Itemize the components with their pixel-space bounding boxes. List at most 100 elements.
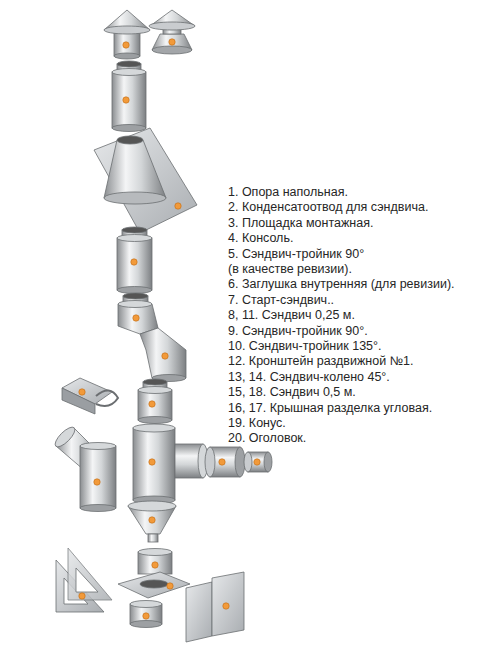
legend-line: 19. Конус. <box>228 416 496 431</box>
part-marker <box>133 315 139 321</box>
pipe-opening <box>143 379 167 385</box>
elbow-lower <box>140 328 186 378</box>
sandwich-tee-90 <box>133 424 208 504</box>
head-end <box>114 53 140 59</box>
tee-body <box>133 428 175 500</box>
legend-line: 7. Старт-сэндвич.. <box>228 293 496 308</box>
support-end <box>130 621 162 628</box>
legend-line: 4. Консоль. <box>228 231 496 246</box>
console-brackets <box>56 548 112 612</box>
part-marker <box>254 459 260 465</box>
legend-line: 16, 17. Крышная разделка угловая. <box>228 401 496 416</box>
revision-rim <box>205 447 215 477</box>
platform-hole <box>140 580 168 588</box>
tee-body <box>80 446 116 508</box>
cone-base <box>152 46 192 54</box>
legend-line: 9. Сэндвич-тройник 90°. <box>228 324 496 339</box>
plug-rim <box>244 452 252 472</box>
part-marker <box>149 517 155 523</box>
floor-support <box>130 601 162 628</box>
console-triangle <box>68 548 112 600</box>
platform-plate <box>118 572 190 598</box>
condensate-drain <box>128 501 176 542</box>
pipe-body <box>117 238 152 290</box>
part-marker <box>219 459 225 465</box>
tee-end <box>80 505 116 512</box>
support-rim <box>130 601 162 608</box>
chimney-head <box>104 10 150 59</box>
legend-line: 3. Площадка монтажная. <box>228 216 496 231</box>
flashing-plate <box>94 128 197 233</box>
mounting-platform <box>118 572 190 598</box>
part-marker <box>149 401 155 407</box>
pipe-body <box>112 72 146 128</box>
flashing-opening <box>117 136 143 144</box>
legend-line: 12. Кронштейн раздвижной №1. <box>228 354 496 369</box>
sandwich-pipe <box>138 379 172 424</box>
start-sandwich <box>138 549 172 575</box>
wall-plates <box>186 572 244 642</box>
tee-branch-rim <box>52 424 77 449</box>
part-marker <box>162 353 168 359</box>
legend-line: 8, 11. Сэндвич 0,25 м. <box>228 308 496 323</box>
elbow-opening <box>123 293 148 299</box>
part-marker <box>123 97 129 103</box>
start-rim <box>138 549 172 556</box>
bracket-edge <box>62 388 95 414</box>
legend-line: (в качестве ревизии). <box>228 262 496 277</box>
pipe-end <box>117 287 152 294</box>
flashing-cone <box>104 140 166 198</box>
pipe-opening <box>117 61 141 67</box>
pipe-end <box>138 417 172 424</box>
drain-rim <box>128 501 176 511</box>
tee-rim <box>133 424 175 432</box>
chimney-cone <box>149 10 195 54</box>
head-rim <box>104 26 150 34</box>
legend-line: 5. Сэндвич-тройник 90° <box>228 247 496 262</box>
elbow-rim <box>118 301 152 308</box>
legend-line: 10. Сэндвич-тройник 135°. <box>228 339 496 354</box>
drain-spout <box>148 534 158 542</box>
legend-line: 6. Заглушка внутренняя (для ревизии). <box>228 277 496 292</box>
pipe-rim <box>112 69 146 76</box>
flashing-base <box>104 192 166 204</box>
sandwich-pipe <box>112 61 146 132</box>
revision-end <box>235 447 245 477</box>
pipe-rim <box>138 387 172 394</box>
legend-line: 1. Опора напольная. <box>228 185 496 200</box>
part-marker <box>223 603 229 609</box>
legend-line: 2. Конденсатоотвод для сэндвича. <box>228 200 496 215</box>
plate <box>186 582 212 642</box>
part-marker <box>79 593 85 599</box>
sandwich-elbow <box>118 293 186 382</box>
pipe-opening <box>122 227 147 233</box>
part-marker <box>94 479 100 485</box>
sandwich-tee-135 <box>52 424 116 511</box>
part-marker <box>152 562 158 568</box>
part-marker <box>123 42 129 48</box>
wall-bracket <box>62 378 118 414</box>
part-marker <box>175 203 181 209</box>
legend-line: 13, 14. Сэндвич-колено 45°. <box>228 370 496 385</box>
part-marker <box>167 583 173 589</box>
console-cutout <box>76 568 98 592</box>
part-marker <box>169 39 175 45</box>
pipe-body <box>138 390 172 420</box>
part-marker <box>149 459 155 465</box>
part-marker <box>79 389 85 395</box>
legend-line: 15, 18. Сэндвич 0,5 м. <box>228 385 496 400</box>
pipe-end <box>112 125 146 132</box>
tee-rim <box>80 443 116 450</box>
legend-line: 20. Оголовок. <box>228 431 496 446</box>
roof-flashing <box>94 128 197 233</box>
part-marker <box>143 613 149 619</box>
pipe-rim <box>117 235 152 242</box>
elbow-upper <box>118 304 158 334</box>
cone-rim <box>149 22 195 30</box>
plate <box>212 572 244 636</box>
sandwich-pipe <box>117 227 152 294</box>
revision-parts <box>205 447 272 477</box>
bracket-clamp <box>96 390 118 406</box>
